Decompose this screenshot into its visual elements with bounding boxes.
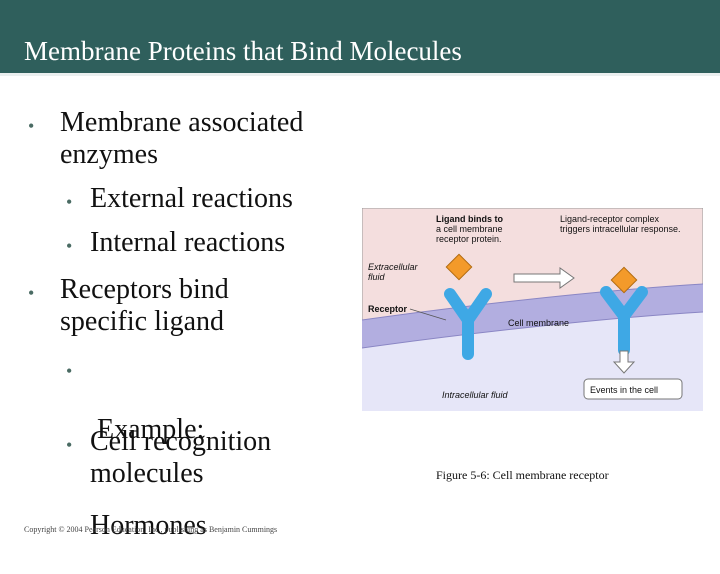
bullet-membrane-enzymes: Membrane associated enzymes	[60, 107, 303, 171]
label-receptor: Receptor	[368, 304, 408, 314]
bullet-marker: •	[28, 283, 35, 303]
bullet-line: molecules	[90, 458, 204, 489]
bullet-line: External reactions	[90, 183, 293, 214]
slide-title: Membrane Proteins that Bind Molecules	[24, 36, 462, 66]
ligand-diamond-right	[610, 266, 638, 294]
label-ligand-binds: Ligand binds to a cell membrane receptor…	[436, 214, 506, 244]
figure-caption: Figure 5-6: Cell membrane receptor	[436, 468, 609, 482]
bullet-line: Receptors bind	[60, 274, 229, 305]
bullet-line: Membrane associated	[60, 107, 304, 138]
label-ligand-receptor-complex: Ligand-receptor complex triggers intrace…	[560, 214, 681, 234]
label-events-in-cell: Events in the cell	[590, 385, 658, 395]
receptor-pointer-line	[409, 308, 447, 321]
subbullet-cell-recognition: Cell recognition molecules	[90, 426, 271, 490]
title-bar	[0, 0, 720, 76]
bullet-marker: •	[66, 361, 73, 381]
bullet-marker: •	[28, 116, 35, 136]
bullet-line: Hormones	[90, 510, 207, 541]
label-cell-membrane: Cell membrane	[508, 318, 569, 328]
events-box	[583, 378, 683, 400]
ligand-diamond-left	[445, 253, 473, 281]
bullet-marker: •	[66, 236, 73, 256]
label-intracellular-fluid: Intracellular fluid	[442, 390, 509, 400]
bullet-line: Internal reactions	[90, 227, 286, 258]
bullet-marker: •	[66, 435, 73, 455]
bullet-line: Cell recognition	[90, 426, 272, 457]
bullet-line: enzymes	[60, 139, 158, 170]
membrane-inner-edge	[362, 311, 703, 349]
receptor-figure: Ligand binds to a cell membrane receptor…	[362, 208, 703, 411]
label-extracellular-fluid: Extracellular fluid	[368, 262, 420, 282]
arrow-right-icon	[513, 267, 575, 289]
bullet-marker: •	[66, 192, 73, 212]
membrane-outer-edge	[362, 283, 703, 321]
bullet-line: specific ligand	[60, 306, 225, 337]
bullet-line: Example:	[90, 414, 205, 445]
copyright-notice: Copyright © 2004 Pearson Education, Inc.…	[24, 525, 278, 534]
receptor-left	[444, 288, 492, 360]
receptor-right	[600, 286, 648, 356]
subbullet-external: External reactions	[90, 183, 293, 215]
bullet-receptors: Receptors bind specific ligand	[60, 274, 229, 338]
arrow-down-icon	[612, 350, 636, 374]
subbullet-example: Example: Hormones	[90, 350, 207, 574]
subbullet-internal: Internal reactions	[90, 227, 285, 259]
